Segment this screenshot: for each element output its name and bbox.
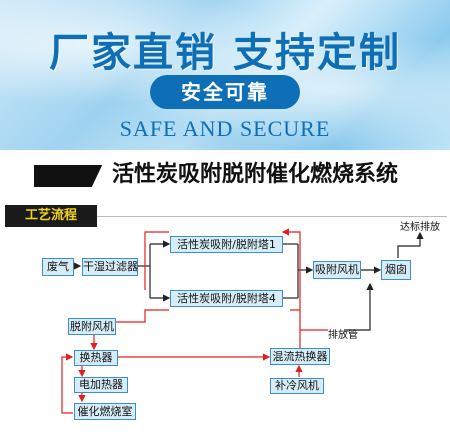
- node-chimney: 烟囱: [381, 260, 411, 280]
- node-desorption-fan: 脱附风机: [68, 318, 116, 335]
- node-dry-filter: 干湿过滤器: [82, 258, 138, 276]
- red-arrow-catalytic-return: [61, 353, 74, 414]
- node-adsorption-fan: 吸附风机: [313, 261, 361, 279]
- label-exhaust-pipe: 排放管: [328, 330, 358, 341]
- red-line-tower1-return: [144, 231, 169, 290]
- arrow-exhaust-pipe: [345, 282, 374, 331]
- banner-subtitle: SAFE AND SECURE: [119, 116, 331, 141]
- node-mixing-exchanger: 混流热换器: [270, 348, 330, 365]
- banner-title: 厂家直销 支持定制: [49, 30, 401, 76]
- section-label: 工艺流程: [5, 205, 97, 227]
- red-line-to-desorb-fan: [108, 309, 169, 326]
- node-electric-heater: 电加热器: [74, 377, 128, 393]
- node-cooling-fan: 补冷风机: [270, 378, 324, 394]
- arrow-to-emission: [397, 231, 424, 258]
- section-divider: [97, 216, 447, 217]
- node-tower-4: 活性炭吸附/脱附塔4: [170, 290, 283, 307]
- title-wedge: [88, 157, 106, 195]
- node-catalytic-chamber: 催化燃烧室: [74, 403, 136, 420]
- promo-banner: 厂家直销 支持定制 安全可靠 SAFE AND SECURE: [0, 0, 450, 150]
- red-arrow-mixer-to-tower1: [281, 228, 301, 348]
- banner-pill: 安全可靠: [150, 75, 300, 109]
- label-emission: 达标排放: [400, 222, 440, 233]
- node-tower-1: 活性炭吸附/脱附塔1: [170, 236, 283, 253]
- node-waste-gas: 废气: [42, 258, 74, 276]
- node-heat-exchanger: 换热器: [74, 350, 118, 366]
- system-title: 活性炭吸附脱附催化燃烧系统: [104, 158, 434, 192]
